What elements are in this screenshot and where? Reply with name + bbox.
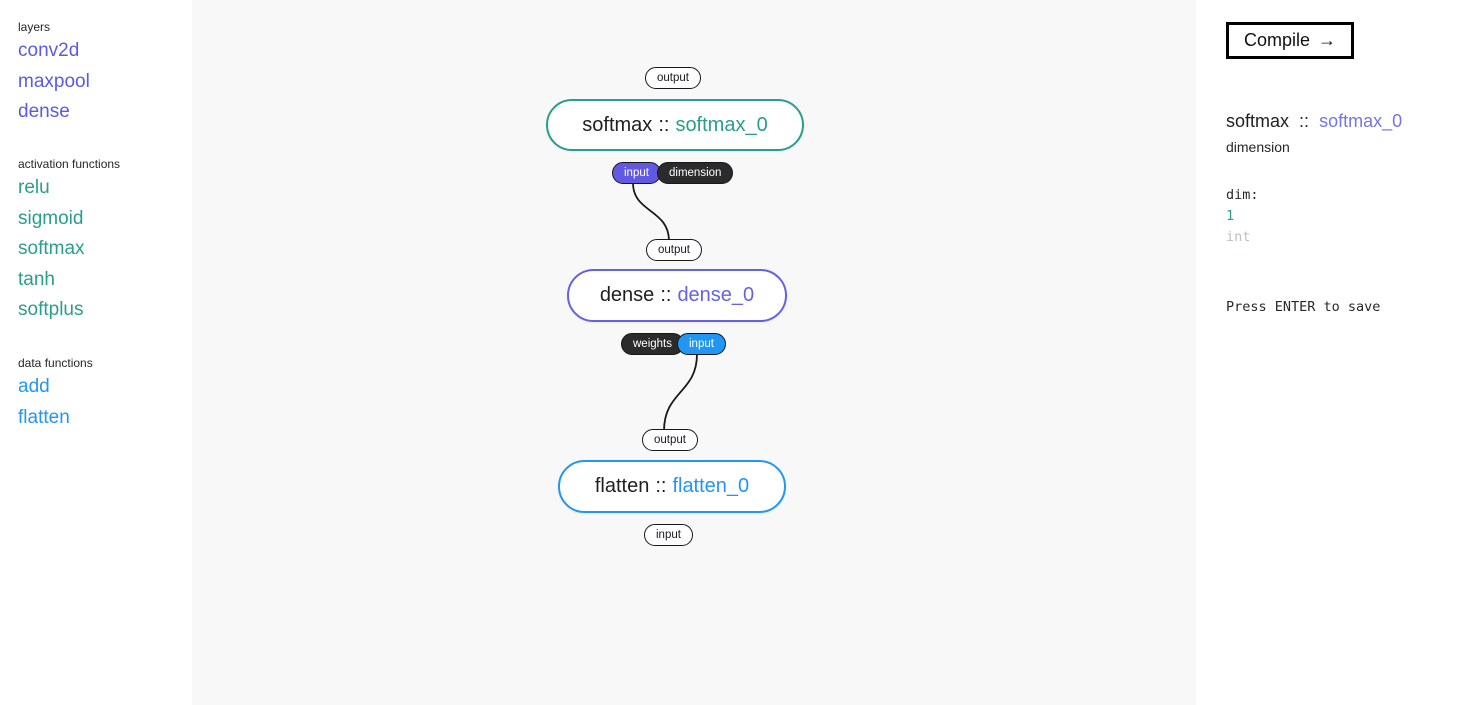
graph-canvas[interactable]: output softmax :: softmax_0 input dimens… xyxy=(192,0,1196,705)
node-type-label: flatten xyxy=(594,475,650,497)
compile-button[interactable]: Compile → xyxy=(1226,22,1355,59)
port-flatten-input[interactable]: input xyxy=(644,524,693,546)
sidebar-section-layers: layers conv2d maxpool dense xyxy=(18,20,90,128)
port-flatten-output[interactable]: output xyxy=(642,429,698,451)
compile-button-label: Compile xyxy=(1244,30,1311,50)
edge-layer xyxy=(632,182,698,432)
field-value-input[interactable]: 1 xyxy=(1226,208,1235,224)
inspector-panel: Compile → softmax :: softmax_0 dimension… xyxy=(1196,0,1461,705)
sidebar-item-softmax[interactable]: softmax xyxy=(18,238,85,259)
sidebar-section-activation-functions: activation functions relu sigmoid softma… xyxy=(18,157,120,326)
edge-flatten-output-to-dense-input xyxy=(663,353,698,432)
sidebar-item-sigmoid[interactable]: sigmoid xyxy=(18,207,84,229)
inspector-node-title: softmax :: softmax_0 xyxy=(1226,111,1402,132)
sidebar: layers conv2d maxpool dense activation f… xyxy=(0,0,192,705)
sidebar-item-maxpool[interactable]: maxpool xyxy=(18,70,90,92)
sidebar-section-label: data functions xyxy=(18,356,93,370)
inspector-field: dim: 1 int xyxy=(1226,185,1259,248)
node-instance-name: flatten_0 xyxy=(672,475,750,497)
node-dense-0[interactable]: dense :: dense_0 xyxy=(567,269,787,322)
arrow-right-icon: → xyxy=(1318,30,1337,50)
field-label: dim: xyxy=(1226,187,1259,203)
port-softmax-output[interactable]: output xyxy=(645,67,701,89)
node-separator: :: xyxy=(655,475,667,497)
node-instance-name: softmax_0 xyxy=(675,113,768,136)
edge-dense-output-to-softmax-input xyxy=(632,182,670,242)
node-separator: :: xyxy=(660,284,672,306)
node-separator: :: xyxy=(658,113,670,136)
node-flatten-0[interactable]: flatten :: flatten_0 xyxy=(558,460,786,513)
inspector-separator: :: xyxy=(1299,111,1310,131)
node-type-label: dense xyxy=(599,284,655,306)
save-hint: Press ENTER to save xyxy=(1226,299,1381,315)
port-dense-output[interactable]: output xyxy=(646,239,702,261)
sidebar-item-softplus[interactable]: softplus xyxy=(18,299,84,320)
node-softmax-0[interactable]: softmax :: softmax_0 xyxy=(546,99,804,151)
sidebar-item-tanh[interactable]: tanh xyxy=(18,268,55,290)
sidebar-section-label: activation functions xyxy=(18,157,121,171)
sidebar-item-dense[interactable]: dense xyxy=(18,101,70,122)
port-dense-weights[interactable]: weights xyxy=(621,333,684,355)
port-dense-input[interactable]: input xyxy=(677,333,726,355)
sidebar-section-label: layers xyxy=(18,20,51,34)
inspector-node-type: softmax xyxy=(1226,111,1290,131)
inspector-attribute-name: dimension xyxy=(1226,139,1290,155)
node-instance-name: dense_0 xyxy=(677,284,755,306)
sidebar-item-add[interactable]: add xyxy=(18,376,50,397)
sidebar-section-data-functions: data functions add flatten xyxy=(18,356,93,433)
port-softmax-input[interactable]: input xyxy=(612,162,661,184)
sidebar-item-flatten[interactable]: flatten xyxy=(18,406,70,428)
node-type-label: softmax xyxy=(582,113,653,136)
sidebar-item-relu[interactable]: relu xyxy=(18,177,50,198)
sidebar-item-conv2d[interactable]: conv2d xyxy=(18,40,80,61)
inspector-node-name: softmax_0 xyxy=(1319,111,1403,131)
port-softmax-dimension[interactable]: dimension xyxy=(657,162,734,184)
field-type-hint: int xyxy=(1226,229,1251,245)
